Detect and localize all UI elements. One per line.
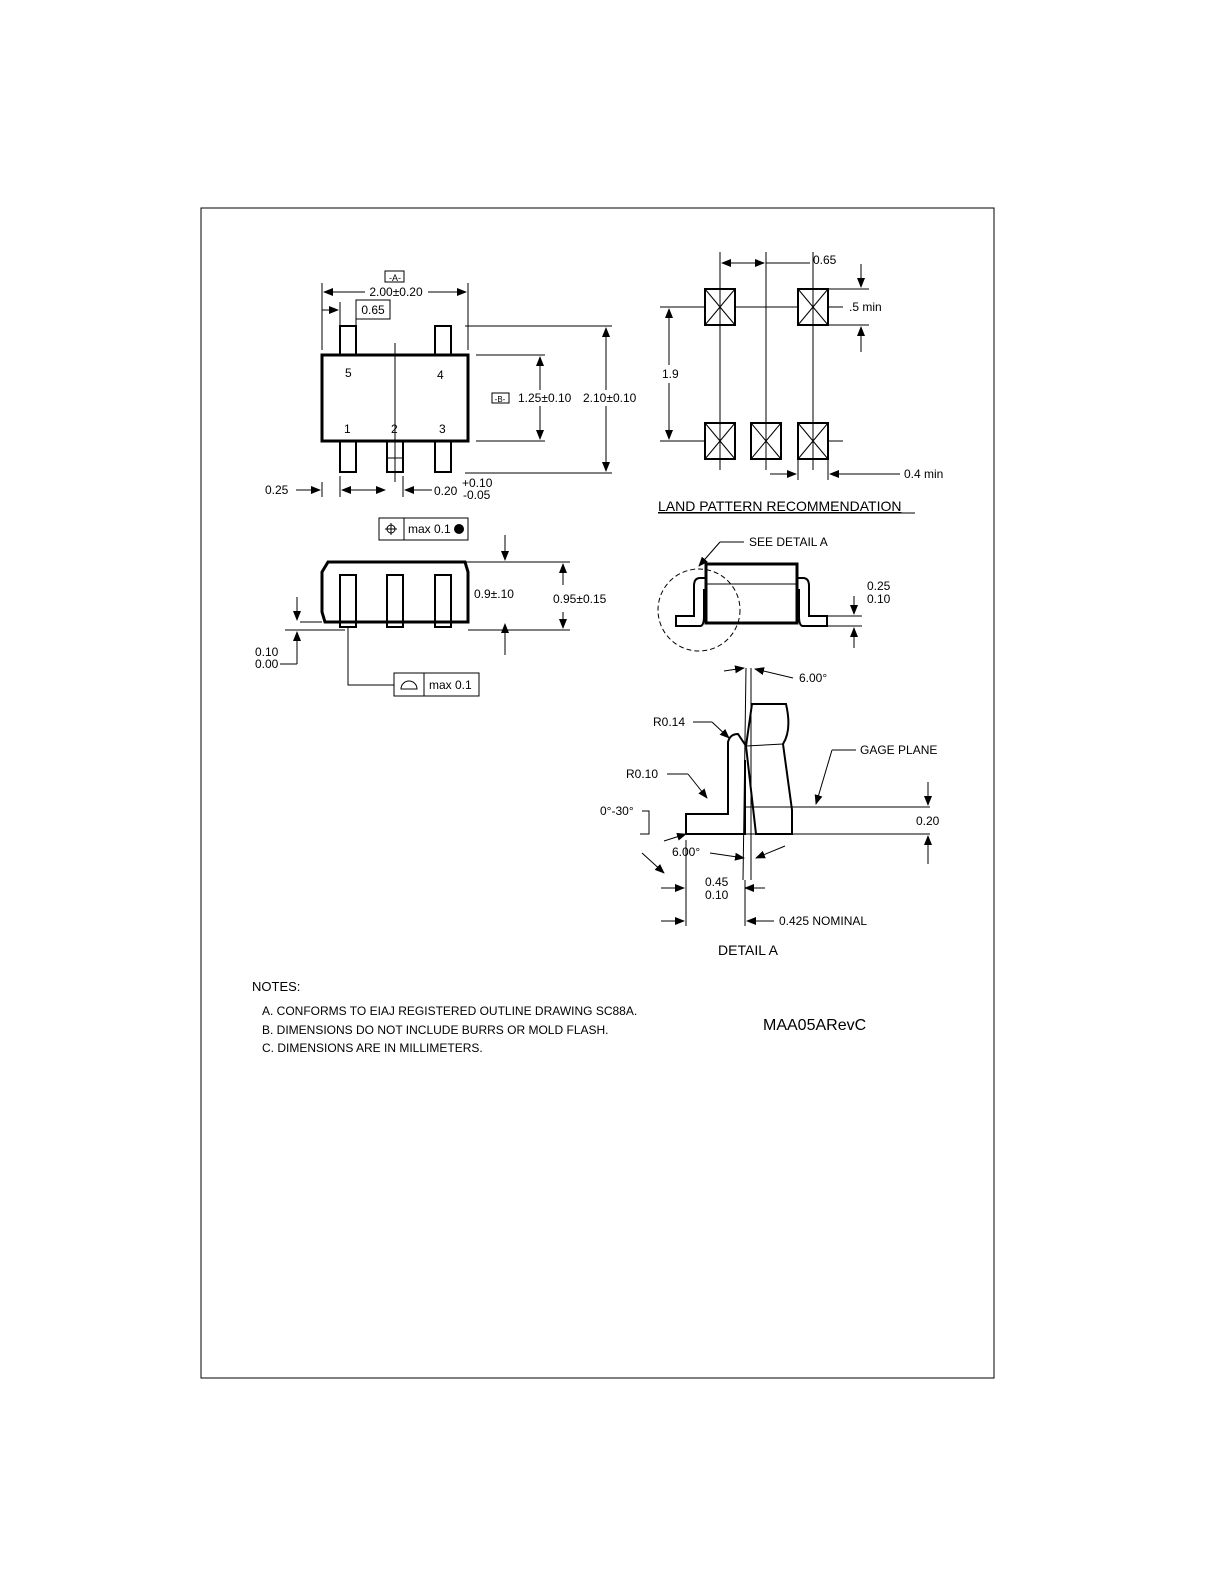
drawing-frame [200,207,995,1379]
lead-width-dim: 0.20 [434,484,458,498]
lead-thickness-min: 0.10 [867,592,891,606]
land-pad-width: 0.4 min [904,467,943,481]
note-b: B. DIMENSIONS DO NOT INCLUDE BURRS OR MO… [262,1023,609,1037]
detail-a-circle [657,568,741,652]
coplanarity-tolerance: max 0.1 [429,678,472,692]
pin-5-label: 5 [345,366,352,380]
pitch-dim: 0.65 [361,303,385,317]
note-a: A. CONFORMS TO EIAJ REGISTERED OUTLINE D… [262,1004,637,1018]
detail-lead [685,732,747,835]
lead-offset-dim: 0.25 [265,483,289,497]
pin-2-label: 2 [391,422,398,436]
pitch-box [355,299,391,320]
end-view: SEE DETAIL A 0.25 0.10 [657,535,891,652]
notes: NOTES: A. CONFORMS TO EIAJ REGISTERED OU… [252,979,637,1055]
land-pattern: 0.65 .5 min 1.9 0.4 min LAND PATTERN REC… [658,252,943,514]
side-view: 0.9±.10 0.95±0.15 0.10 0.00 max 0.1 [255,535,607,697]
land-row-spacing: 1.9 [662,367,679,381]
foot-length-min: 0.10 [705,888,729,902]
position-tolerance: max 0.1 [408,522,451,536]
notes-heading: NOTES: [252,979,300,994]
radius-inner: R0.10 [626,767,658,781]
note-c: C. DIMENSIONS ARE IN MILLIMETERS. [262,1041,483,1055]
lead-width-tol-minus: -0.05 [463,488,491,502]
datum-b-label: -B- [495,395,506,404]
body-width-dim: 1.25±0.10 [518,391,572,405]
side-body [320,560,470,624]
foot-length-max: 0.45 [705,875,729,889]
land-pattern-title: LAND PATTERN RECOMMENDATION [658,498,901,514]
standoff-max: 0.10 [255,645,279,659]
land-pad-height: .5 min [849,300,882,314]
detail-body [744,703,793,835]
mmc-symbol-icon [454,524,464,534]
datum-a-label: -A- [389,273,401,283]
coplanarity-symbol-icon [400,680,418,690]
lead-thickness-max: 0.25 [867,579,891,593]
lead-width-tol-plus: +0.10 [462,476,493,490]
datum-b-frame [491,392,510,404]
radius-outer: R0.14 [653,715,685,729]
detail-a-title: DETAIL A [718,942,779,958]
gage-height: 0.20 [916,814,940,828]
nominal-dim: 0.425 NOMINAL [779,914,867,928]
datum-a-frame [384,270,405,283]
top-view: 5 4 1 2 3 -A- 2.00±0.20 0.65 -B- 1.25±0.… [265,270,637,541]
standoff-min: 0.00 [255,657,279,671]
position-tolerance-frame [378,517,469,541]
detail-angle-top: 6.00° [799,671,827,685]
foot-angle: 0°-30° [600,804,634,818]
land-pitch-dim: 0.65 [813,253,837,267]
width-dim: 2.00±0.20 [369,285,423,299]
overall-dim: 2.10±0.10 [583,391,637,405]
overall-height-dim: 0.95±0.15 [553,592,607,606]
body-height-dim: 0.9±.10 [474,587,514,601]
pin-1-label: 1 [344,422,351,436]
detail-a: 6.00° R0.14 R0.10 GAGE PLANE 0.20 0°-30°… [600,665,940,958]
see-detail-callout: SEE DETAIL A [749,535,828,549]
pin-3-label: 3 [439,422,446,436]
drawing-number: MAA05ARevC [763,1017,866,1034]
coplanarity-frame [393,672,480,697]
pin-4-label: 4 [437,368,444,382]
gage-plane-label: GAGE PLANE [860,743,937,757]
